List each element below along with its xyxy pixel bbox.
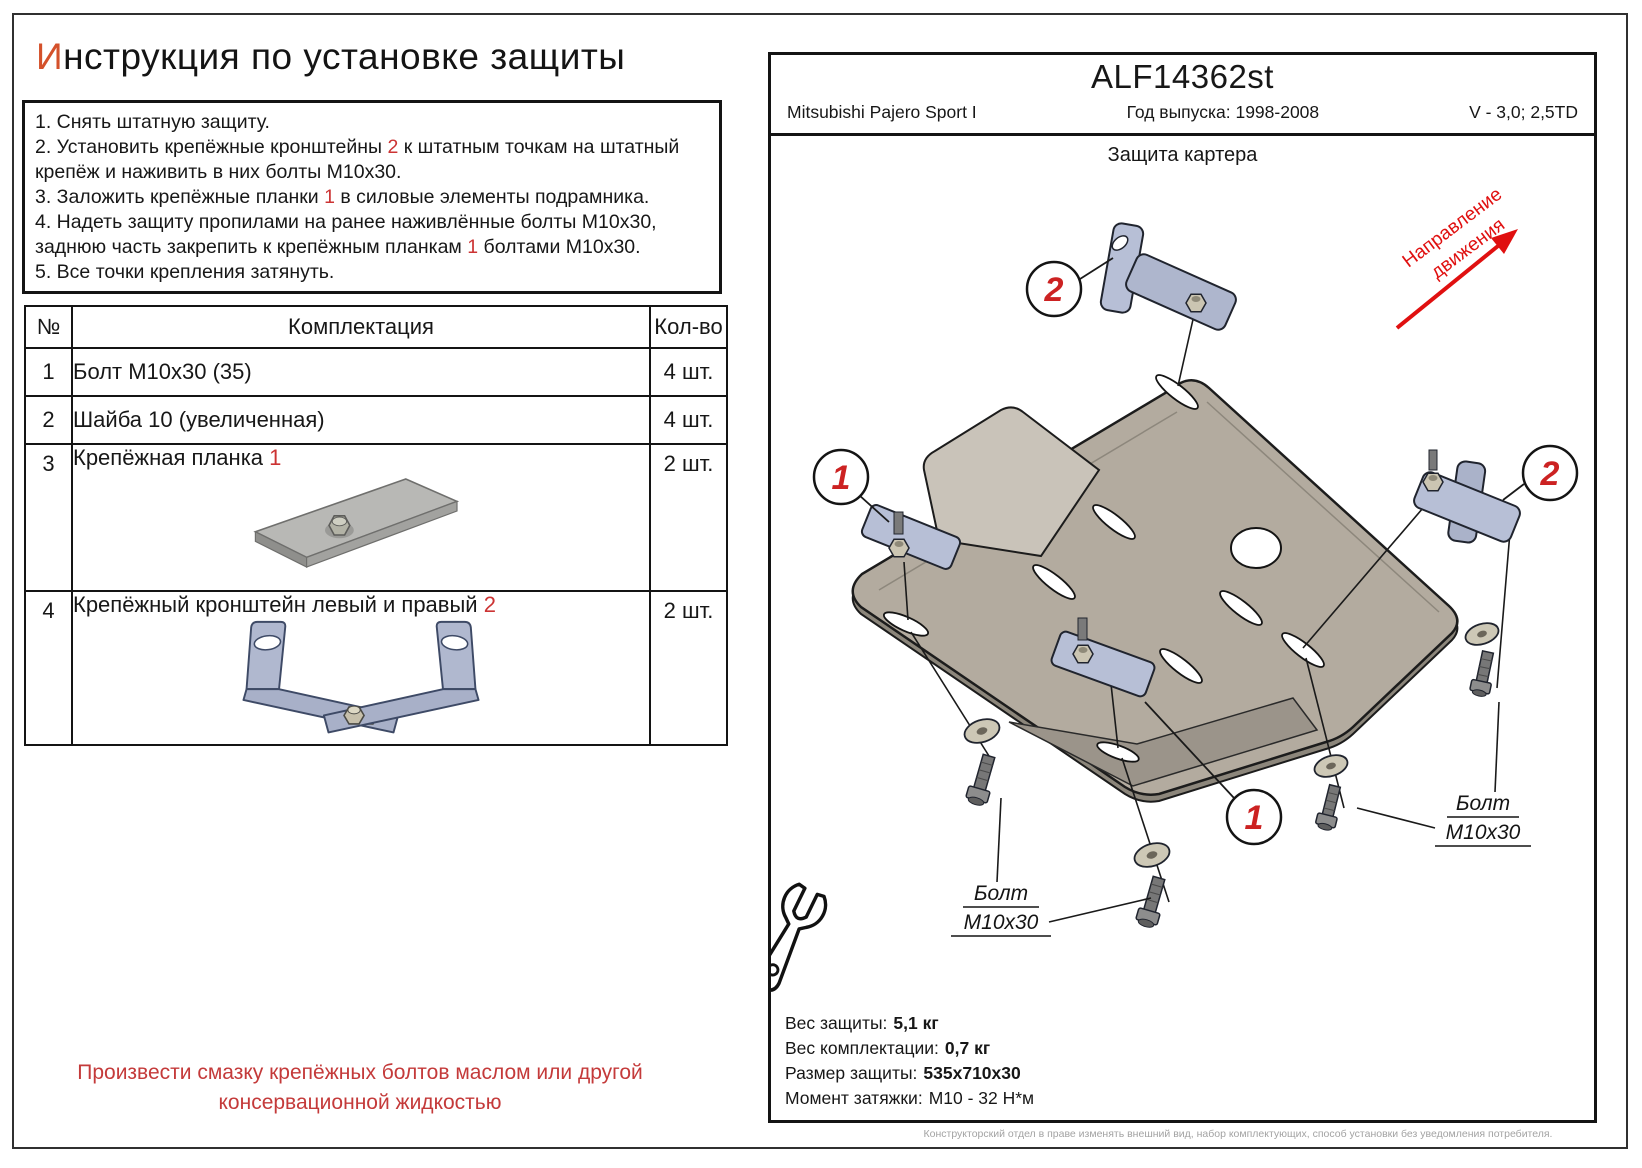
svg-text:2: 2 <box>1044 271 1064 309</box>
assembly-diagram: Направление движения <box>771 184 1579 992</box>
page-title: Инструкция по установке защиты <box>36 36 625 78</box>
mount-bracket-top <box>1099 222 1237 331</box>
step-line: крепёж и наживить в них болты М10х30. <box>35 161 402 183</box>
plate-hole <box>1230 527 1282 569</box>
mount-bracket-right <box>1413 449 1521 544</box>
part-meta: Mitsubishi Pajero Sport I Год выпуска: 1… <box>771 102 1594 123</box>
callout-bracket-top: 2 <box>1025 260 1083 318</box>
step-line: 1. Снять штатную защиту. <box>35 111 270 133</box>
skid-plate <box>851 374 1459 803</box>
installation-steps: 1. Снять штатную защиту. 2. Установить к… <box>22 100 722 294</box>
callout-bracket-right: 2 <box>1521 444 1579 502</box>
title-rest: нструкция по установке защиты <box>63 36 626 77</box>
vehicle-engine: V - 3,0; 2,5TD <box>1469 102 1578 122</box>
svg-text:2: 2 <box>1540 455 1560 493</box>
spec-row: Момент затяжки:М10 - 32 Н*м <box>785 1088 1035 1108</box>
step-line: 4. Надеть защиту пропилами на ранее нажи… <box>35 211 657 233</box>
step-line: 3. Заложить крепёжные планки 1 в силовые… <box>35 186 650 208</box>
callouts: 2 1 2 1 <box>812 260 1579 846</box>
header-num: № <box>24 305 73 349</box>
part-card-header: ALF14362st Mitsubishi Pajero Sport I Год… <box>771 55 1594 136</box>
callout-plank-bottom: 1 <box>1225 788 1283 846</box>
specs-block: Вес защиты:5,1 кг Вес комплектации:0,7 к… <box>785 1011 1034 1111</box>
right-bracket <box>322 620 480 734</box>
svg-text:М10х30: М10х30 <box>964 911 1039 934</box>
part-card: Направление движения <box>768 52 1597 1123</box>
part-code: ALF14362st <box>1091 58 1274 95</box>
washers <box>963 622 1500 868</box>
table-row: 2 Шайба 10 (увеличенная) 4 шт. <box>24 395 728 445</box>
header-qty: Кол-во <box>649 305 728 349</box>
bolt-label-right: Болт М10х30 <box>1356 701 1531 847</box>
svg-text:М10х30: М10х30 <box>1446 821 1521 844</box>
manufacturer-disclaimer: Конструкторский отдел в праве изменять в… <box>923 1128 1553 1140</box>
direction-of-travel: Направление движения <box>1395 184 1518 330</box>
part-name: Защита картера <box>1107 144 1258 166</box>
direction-arrow-icon <box>1395 229 1518 330</box>
svg-text:Болт: Болт <box>974 882 1028 905</box>
spec-row: Вес комплектации:0,7 кг <box>785 1038 991 1058</box>
parts-table: № Комплектация Кол-во 1 Болт М10х30 (35)… <box>24 305 728 746</box>
mount-plank-bottom <box>1050 617 1156 698</box>
table-row: 1 Болт М10х30 (35) 4 шт. <box>24 347 728 397</box>
mount-plank-left <box>860 504 962 570</box>
brackets-image <box>73 618 649 740</box>
spec-row: Вес защиты:5,1 кг <box>785 1013 939 1033</box>
vehicle-model: Mitsubishi Pajero Sport I <box>787 102 977 122</box>
step-line: заднюю часть закрепить к крепёжным планк… <box>35 236 641 258</box>
callout-plank-left: 1 <box>812 448 870 506</box>
mount-plank-drawing <box>253 478 460 568</box>
plate-slots <box>882 374 1325 763</box>
mount-plank-image <box>73 471 649 581</box>
table-header-row: № Комплектация Кол-во <box>24 305 728 349</box>
step-line: 2. Установить крепёжные кронштейны 2 к ш… <box>35 136 680 158</box>
step-line: 5. Все точки крепления затянуть. <box>35 261 335 283</box>
vehicle-years: Год выпуска: 1998-2008 <box>1126 102 1320 122</box>
wrench-icon <box>771 882 828 992</box>
table-row: 3 Крепёжная планка 1 2 шт. <box>24 443 728 592</box>
header-name: Комплектация <box>71 305 651 349</box>
title-accent-letter: И <box>36 36 64 77</box>
callout-leaders <box>858 257 1525 799</box>
svg-text:1: 1 <box>832 459 851 497</box>
page-border <box>12 13 1628 1149</box>
bolts <box>965 649 1495 928</box>
svg-text:1: 1 <box>1245 799 1264 837</box>
svg-text:Болт: Болт <box>1456 792 1510 815</box>
plate-front-flap <box>922 406 1101 558</box>
brackets-drawing <box>242 620 480 734</box>
spec-row: Размер защиты:535х710х30 <box>785 1063 1021 1083</box>
bolt-label-left: Болт М10х30 <box>951 797 1152 937</box>
lubrication-note: Произвести смазку крепёжных болтов масло… <box>77 1061 643 1114</box>
table-row: 4 Крепёжный кронштейн левый и правый 2 <box>24 590 728 746</box>
